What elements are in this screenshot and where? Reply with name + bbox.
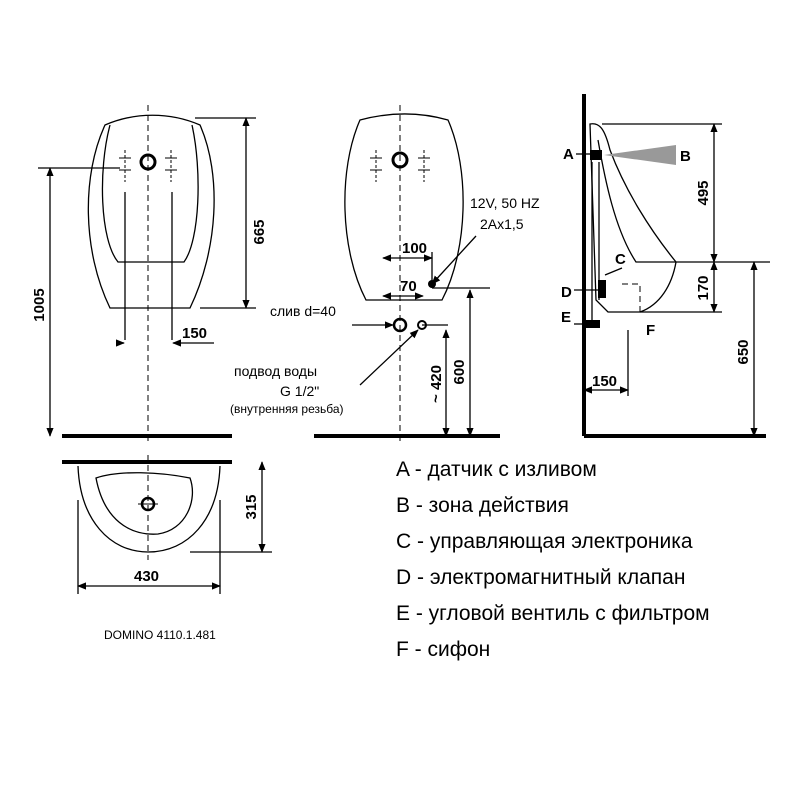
urinal-inner-outline [101,124,199,263]
drain-label: слив d=40 [270,303,336,319]
dim-665: 665 [251,219,268,244]
legend-item-B: B - зона действия [396,494,569,517]
sensor-spout [590,150,602,160]
dim-150: 150 [182,325,207,342]
label-A: A [563,146,574,163]
dim-70: 70 [400,278,417,295]
label-C: C [615,251,626,268]
dim-170: 170 [695,275,712,300]
mounting-bracket-left [370,150,382,182]
label-F: F [646,322,655,339]
label-B: B [680,148,691,165]
label-D: D [561,284,572,301]
dim-495: 495 [695,180,712,205]
dim-420: ~ 420 [428,365,445,403]
spout-hole [139,153,157,171]
dim-1005: 1005 [31,288,48,321]
thread-spec: G 1/2" [280,383,319,399]
urinal-outline [344,113,464,301]
water-supply-label: подвод воды [234,363,317,379]
power-leader [431,235,477,285]
front-view: 1005 665 150 [31,105,268,445]
install-view: 12V, 50 HZ 2Ax1,5 100 70 слив d=40 подво… [230,105,540,445]
dim-150-side: 150 [592,373,617,390]
drain-hole [392,317,408,333]
solenoid-valve [598,280,606,298]
urinal-outline [87,114,215,309]
mounting-bracket-right [418,150,430,182]
dim-650: 650 [735,339,752,364]
legend: A - датчик с изливом B - зона действия C… [396,458,710,661]
top-view: 315 430 [62,455,272,594]
mounting-bracket-right [165,150,177,182]
legend-item-C: C - управляющая электроника [396,530,693,553]
dim-430: 430 [134,568,159,585]
urinal-top-inner [95,472,194,535]
sensing-zone [604,145,676,165]
dim-600: 600 [451,359,468,384]
urinal-profile [589,123,677,313]
legend-item-E: E - угловой вентиль с фильтром [396,602,710,625]
power-spec: 12V, 50 HZ [470,195,540,211]
thread-note: (внутренняя резьба) [230,402,344,416]
dim-315: 315 [243,494,260,519]
legend-item-A: A - датчик с изливом [396,458,597,481]
side-view: A B C D E F 495 170 650 150 [561,94,770,438]
siphon [622,283,641,312]
water-supply-leader [359,329,419,386]
mounting-bracket-left [119,150,131,182]
current-spec: 2Ax1,5 [480,216,524,232]
legend-item-F: F - сифон [396,638,490,661]
legend-item-D: D - электромагнитный клапан [396,566,685,589]
angle-valve [586,320,600,328]
spout-hole [391,151,409,169]
model-number: DOMINO 4110.1.481 [104,628,216,642]
dim-100: 100 [402,240,427,257]
label-E: E [561,309,571,326]
urinal-top-outline [77,465,221,553]
